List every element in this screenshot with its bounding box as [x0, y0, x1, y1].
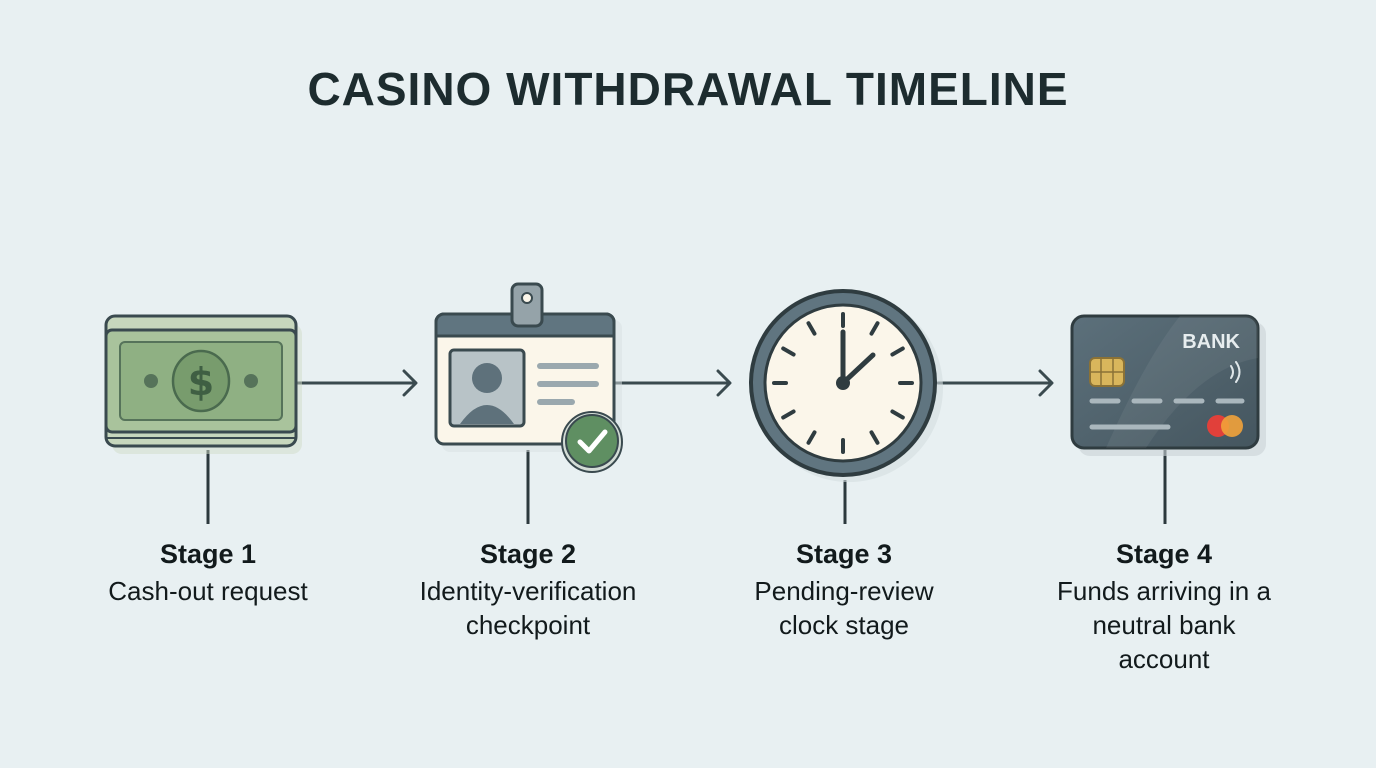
bank-card-icon: BANK: [1070, 314, 1266, 456]
stage-description: Identity-verification checkpoint: [419, 576, 637, 640]
banknote-icon: $: [104, 314, 302, 454]
stage-description: Pending-review clock stage: [754, 576, 934, 640]
card-brand-text: BANK: [1182, 331, 1240, 353]
arrow-2-to-3: [612, 369, 732, 397]
stage-3-label: Stage 3 Pending-review clock stage: [694, 537, 994, 642]
page-title: CASINO WITHDRAWAL TIMELINE: [307, 63, 1069, 115]
stage-description: Cash-out request: [108, 576, 308, 606]
stage-number: Stage 2: [479, 539, 577, 569]
contactless-icon: [1230, 361, 1241, 383]
id-badge-icon: [434, 282, 623, 473]
arrow-1-to-2: [296, 369, 418, 397]
clock-icon: [749, 289, 943, 482]
stage-1-label: Stage 1 Cash-out request: [58, 537, 358, 608]
stage-number: Stage 4: [1115, 539, 1213, 569]
stage-description: Funds arriving in a neutral bank account: [1057, 576, 1271, 674]
stage-4-label: Stage 4 Funds arriving in a neutral bank…: [1014, 537, 1314, 676]
arrow-3-to-4: [936, 369, 1054, 397]
stage-number: Stage 3: [795, 539, 893, 569]
stage-2-label: Stage 2 Identity-verification checkpoint: [378, 537, 678, 642]
stage-number: Stage 1: [159, 539, 257, 569]
currency-symbol: $: [188, 360, 214, 404]
